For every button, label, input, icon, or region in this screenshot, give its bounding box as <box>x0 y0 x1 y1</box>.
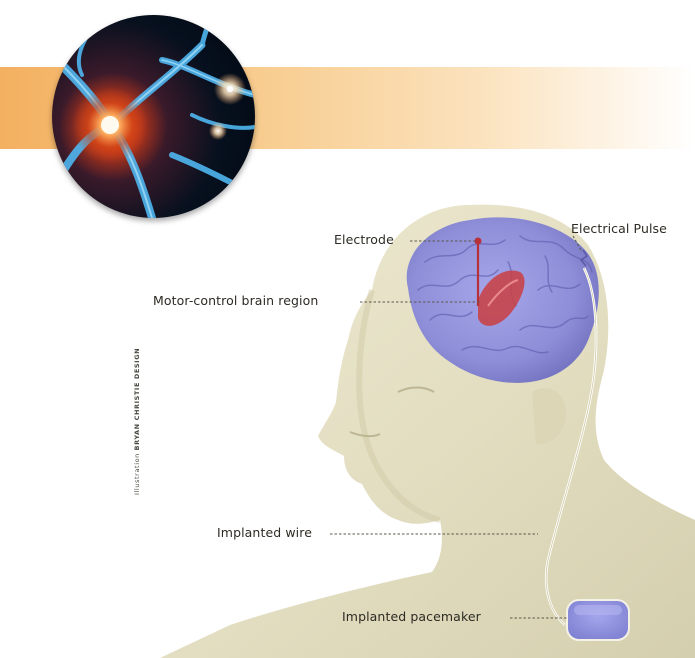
electrode-label: Electrode <box>334 232 394 247</box>
credit-artist: BRYAN CHRISTIE DESIGN <box>133 348 141 451</box>
credit-prefix: Illustration <box>133 453 141 495</box>
motor-control-region-label: Motor-control brain region <box>153 293 318 308</box>
implanted-pacemaker-label: Implanted pacemaker <box>342 609 481 624</box>
implanted-wire-label: Implanted wire <box>217 525 312 540</box>
electrode-tip <box>475 238 482 245</box>
illustration-credit: Illustration BRYAN CHRISTIE DESIGN <box>133 340 145 495</box>
electrical-pulse-label: Electrical Pulse <box>571 221 667 236</box>
